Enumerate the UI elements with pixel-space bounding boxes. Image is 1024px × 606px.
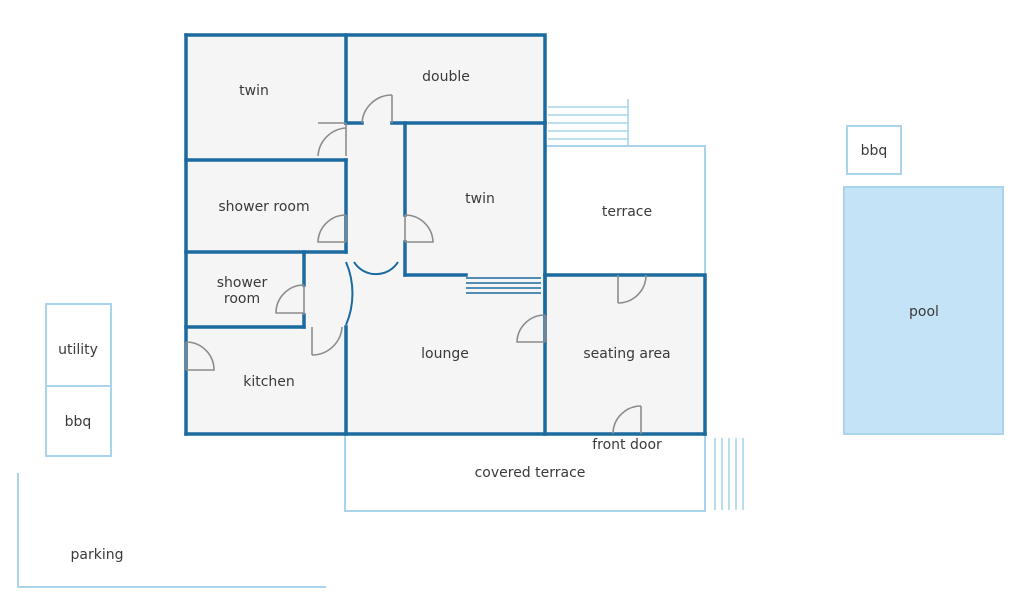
label-shower-room-2-line1: shower	[217, 275, 268, 291]
label-front-door: front door	[592, 437, 662, 453]
label-terrace: terrace	[602, 204, 652, 220]
label-bbq-right: bbq	[861, 143, 888, 159]
label-pool: pool	[909, 304, 939, 320]
interior-stairs	[466, 277, 541, 294]
label-bbq-left: bbq	[65, 414, 92, 430]
terrace-outline	[545, 145, 706, 275]
label-twin-center: twin	[465, 191, 495, 207]
walls	[184, 33, 707, 436]
label-covered-terrace: covered terrace	[475, 465, 586, 481]
room-labels: twin double shower room twin terrace sho…	[58, 69, 939, 563]
outdoor-outlines	[17, 99, 902, 588]
label-shower-room-1: shower room	[218, 199, 309, 215]
parking-outline	[17, 473, 326, 588]
label-double: double	[422, 69, 470, 85]
label-utility: utility	[58, 342, 98, 358]
covered-terrace-steps	[714, 438, 744, 510]
bbq-right-outline	[846, 125, 902, 175]
label-shower-room-2-line2: room	[224, 291, 260, 307]
label-seating-area: seating area	[583, 346, 670, 362]
room-fills	[186, 35, 705, 434]
label-twin-top: twin	[239, 83, 269, 99]
label-kitchen: kitchen	[243, 374, 295, 390]
label-lounge: lounge	[421, 346, 469, 362]
label-parking: parking	[71, 547, 124, 563]
terrace-steps	[548, 99, 629, 146]
covered-terrace-outline	[344, 434, 706, 512]
doors	[185, 94, 647, 435]
pool	[843, 186, 1004, 435]
utility-outline	[45, 303, 112, 457]
